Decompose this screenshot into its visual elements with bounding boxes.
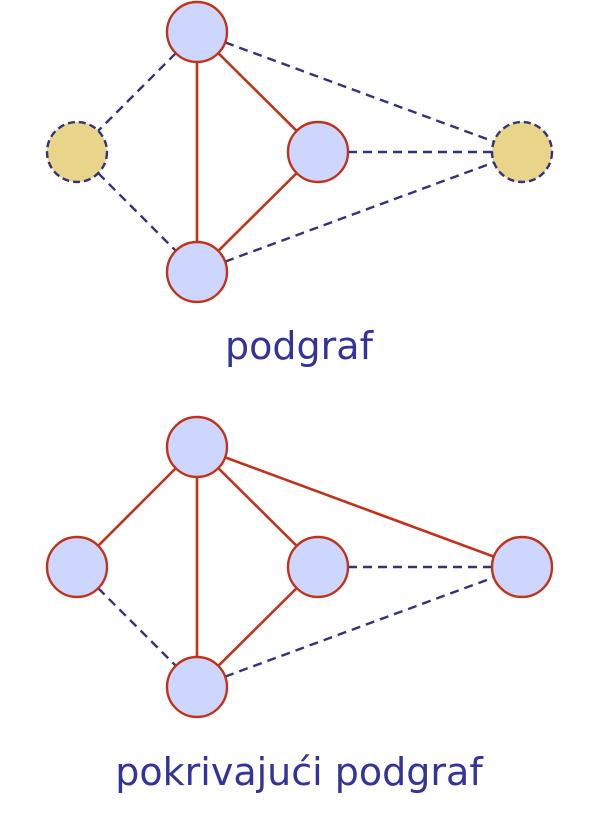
subgraph-diagram — [0, 0, 598, 330]
spanning-subgraph-node-top — [165, 415, 229, 479]
spanning-subgraph-node-bottom — [165, 655, 229, 719]
subgraph-node-left — [45, 120, 109, 184]
spanning-subgraph-node-left — [45, 535, 109, 599]
spanning-subgraph-node-right — [490, 535, 554, 599]
spanning-subgraph-caption: pokrivajući podgraf — [115, 750, 483, 794]
spanning-subgraph-diagram — [0, 415, 598, 745]
subgraph-edge-top-right — [196, 30, 523, 154]
subgraph-node-top — [165, 0, 229, 64]
subgraph-diagram-svg — [45, 0, 554, 304]
subgraph-caption: podgraf — [225, 324, 373, 368]
subgraph-node-bottom — [165, 240, 229, 304]
spanning-subgraph-edge-top-right — [196, 445, 523, 569]
spanning-subgraph-node-middle — [286, 535, 350, 599]
subgraph-node-middle — [286, 120, 350, 184]
spanning-subgraph-edge-bottom-right — [196, 565, 523, 689]
spanning-subgraph-diagram-svg — [45, 415, 554, 719]
subgraph-edge-bottom-right — [196, 150, 523, 274]
subgraph-node-right — [490, 120, 554, 184]
